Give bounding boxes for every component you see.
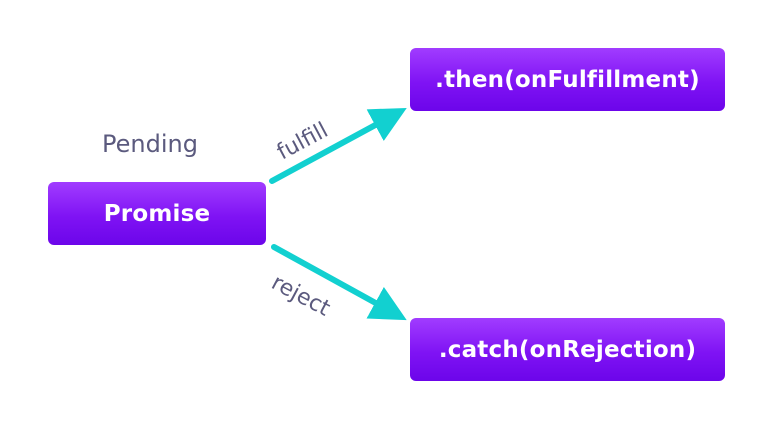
promise-node-label: Promise bbox=[103, 200, 211, 227]
reject-arrow bbox=[271, 244, 407, 321]
catch-node: .catch(onRejection) bbox=[410, 318, 725, 381]
fulfill-edge-label: fulfill bbox=[273, 118, 332, 165]
then-node: .then(onFulfillment) bbox=[410, 48, 725, 111]
promise-node: Promise bbox=[48, 182, 266, 245]
then-node-label: .then(onFulfillment) bbox=[435, 66, 700, 93]
catch-node-label: .catch(onRejection) bbox=[438, 336, 697, 363]
promise-state-label: Pending bbox=[102, 130, 198, 158]
fulfill-arrow bbox=[269, 107, 407, 184]
